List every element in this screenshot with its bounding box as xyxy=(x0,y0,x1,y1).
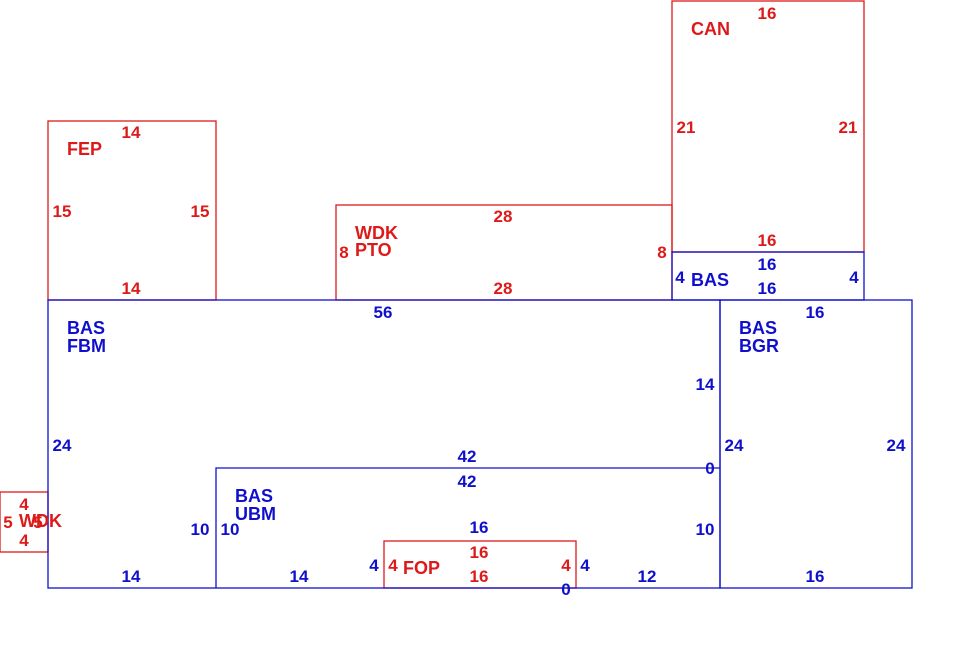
dimension-label: 16 xyxy=(470,567,489,586)
bas-bgr-outline xyxy=(719,299,913,589)
dimension-label: 4 xyxy=(580,556,590,575)
dimension-label: 15 xyxy=(53,202,72,221)
area-bas-fbm: BAS FBM 56 24 14 14 10 42 0 10 12 xyxy=(53,303,715,586)
dimension-label: 16 xyxy=(758,4,777,23)
area-label: FEP xyxy=(67,139,102,159)
dimension-label: 42 xyxy=(458,472,477,491)
area-fep: FEP 14 15 15 14 xyxy=(53,123,210,298)
dimension-label: 4 xyxy=(19,495,29,514)
area-fop: FOP 16 4 4 16 xyxy=(388,543,571,586)
dimension-label: 56 xyxy=(374,303,393,322)
dimension-label: 15 xyxy=(191,202,210,221)
dimension-label: 4 xyxy=(19,531,29,550)
dimension-label: 5 xyxy=(3,513,12,532)
dimension-label: 14 xyxy=(696,375,715,394)
dimension-label: 4 xyxy=(561,556,571,575)
area-bas-bgr: BAS BGR 16 24 24 16 xyxy=(725,303,906,586)
dimension-label: 28 xyxy=(494,279,513,298)
dimension-label: 16 xyxy=(806,303,825,322)
dimension-label: 16 xyxy=(806,567,825,586)
dimension-label: 10 xyxy=(696,520,715,539)
dimension-label: 8 xyxy=(339,243,348,262)
dimension-label: 28 xyxy=(494,207,513,226)
area-can: CAN 16 21 21 16 xyxy=(677,4,858,250)
dimension-label: 14 xyxy=(122,279,141,298)
area-label: BAS xyxy=(235,486,273,506)
dimension-label: 10 xyxy=(221,520,240,539)
dimension-label: 16 xyxy=(470,543,489,562)
area-bas-ubm: BAS UBM 42 10 16 14 4 4 0 xyxy=(221,472,591,599)
area-label: BAS xyxy=(739,318,777,338)
dimension-label: 16 xyxy=(758,231,777,250)
dimension-label: 14 xyxy=(122,123,141,142)
dimension-label: 42 xyxy=(458,447,477,466)
dimension-label: 24 xyxy=(887,436,906,455)
area-bas-small: BAS 16 4 4 16 xyxy=(675,255,859,298)
bas-ubm-outline xyxy=(215,467,720,588)
dimension-label: 16 xyxy=(470,518,489,537)
area-label: BGR xyxy=(739,336,779,356)
dimension-label: 14 xyxy=(122,567,141,586)
dimension-label: 24 xyxy=(725,436,744,455)
dimension-label: 12 xyxy=(638,567,657,586)
dimension-label: 0 xyxy=(705,459,714,478)
dimension-label: 24 xyxy=(53,436,72,455)
dimension-label: 4 xyxy=(369,556,379,575)
area-label: PTO xyxy=(355,240,392,260)
dimension-label: 10 xyxy=(191,520,210,539)
area-label: WDK xyxy=(355,223,398,243)
area-outlines xyxy=(0,0,913,589)
area-label: BAS xyxy=(67,318,105,338)
dimension-label: 5 xyxy=(33,513,42,532)
dimension-label: 21 xyxy=(677,118,696,137)
dimension-label: 16 xyxy=(758,279,777,298)
area-label: FOP xyxy=(403,558,440,578)
area-wdk-small: 4 5 5 WDK 4 xyxy=(3,495,62,550)
dimension-label: 8 xyxy=(657,243,666,262)
area-label: BAS xyxy=(691,270,729,290)
dimension-label: 16 xyxy=(758,255,777,274)
dimension-label: 21 xyxy=(839,118,858,137)
area-label: WDK xyxy=(19,511,62,531)
area-label: FBM xyxy=(67,336,106,356)
dimension-label: 14 xyxy=(290,567,309,586)
dimension-label: 4 xyxy=(388,556,398,575)
dimension-label: 4 xyxy=(849,268,859,287)
dimension-label: 4 xyxy=(675,268,685,287)
dimension-label: 0 xyxy=(561,580,570,599)
area-wdk-pto: WDK PTO 28 8 8 28 xyxy=(339,207,666,298)
area-label: CAN xyxy=(691,19,730,39)
area-label: UBM xyxy=(235,504,276,524)
